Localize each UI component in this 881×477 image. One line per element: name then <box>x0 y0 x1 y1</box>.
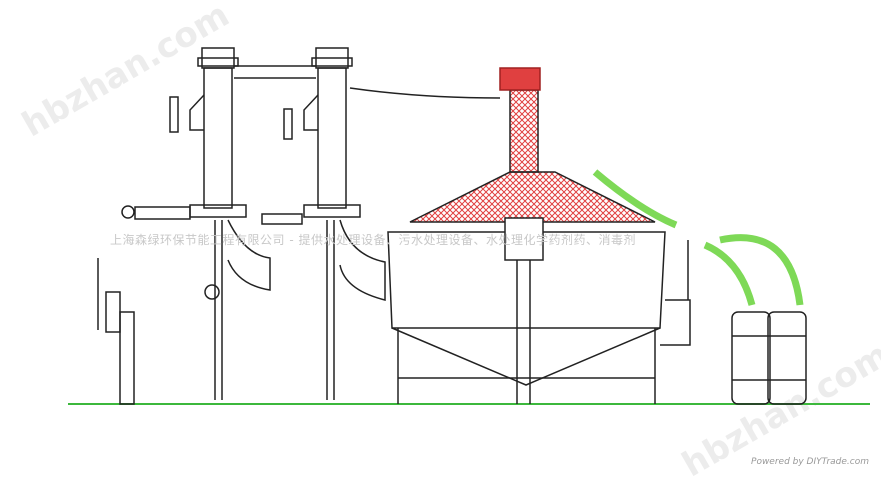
drums <box>731 311 807 405</box>
filter-column-1 <box>121 47 271 400</box>
control-box <box>504 217 544 261</box>
company-caption: 上海森绿环保节能工程有限公司 - 提供水处理设备、污水处理设备、水处理化学药剂药… <box>110 233 636 247</box>
powered-by-link[interactable]: Powered by DIYTrade.com <box>751 457 869 467</box>
transfer-pipe <box>349 87 501 99</box>
green-hoses <box>592 169 804 306</box>
main-tank <box>387 67 691 404</box>
handwheel-icon <box>121 205 135 219</box>
pressure-gauge-icon <box>204 284 220 300</box>
filter-column-2 <box>234 47 386 400</box>
pump-unit <box>97 258 135 405</box>
